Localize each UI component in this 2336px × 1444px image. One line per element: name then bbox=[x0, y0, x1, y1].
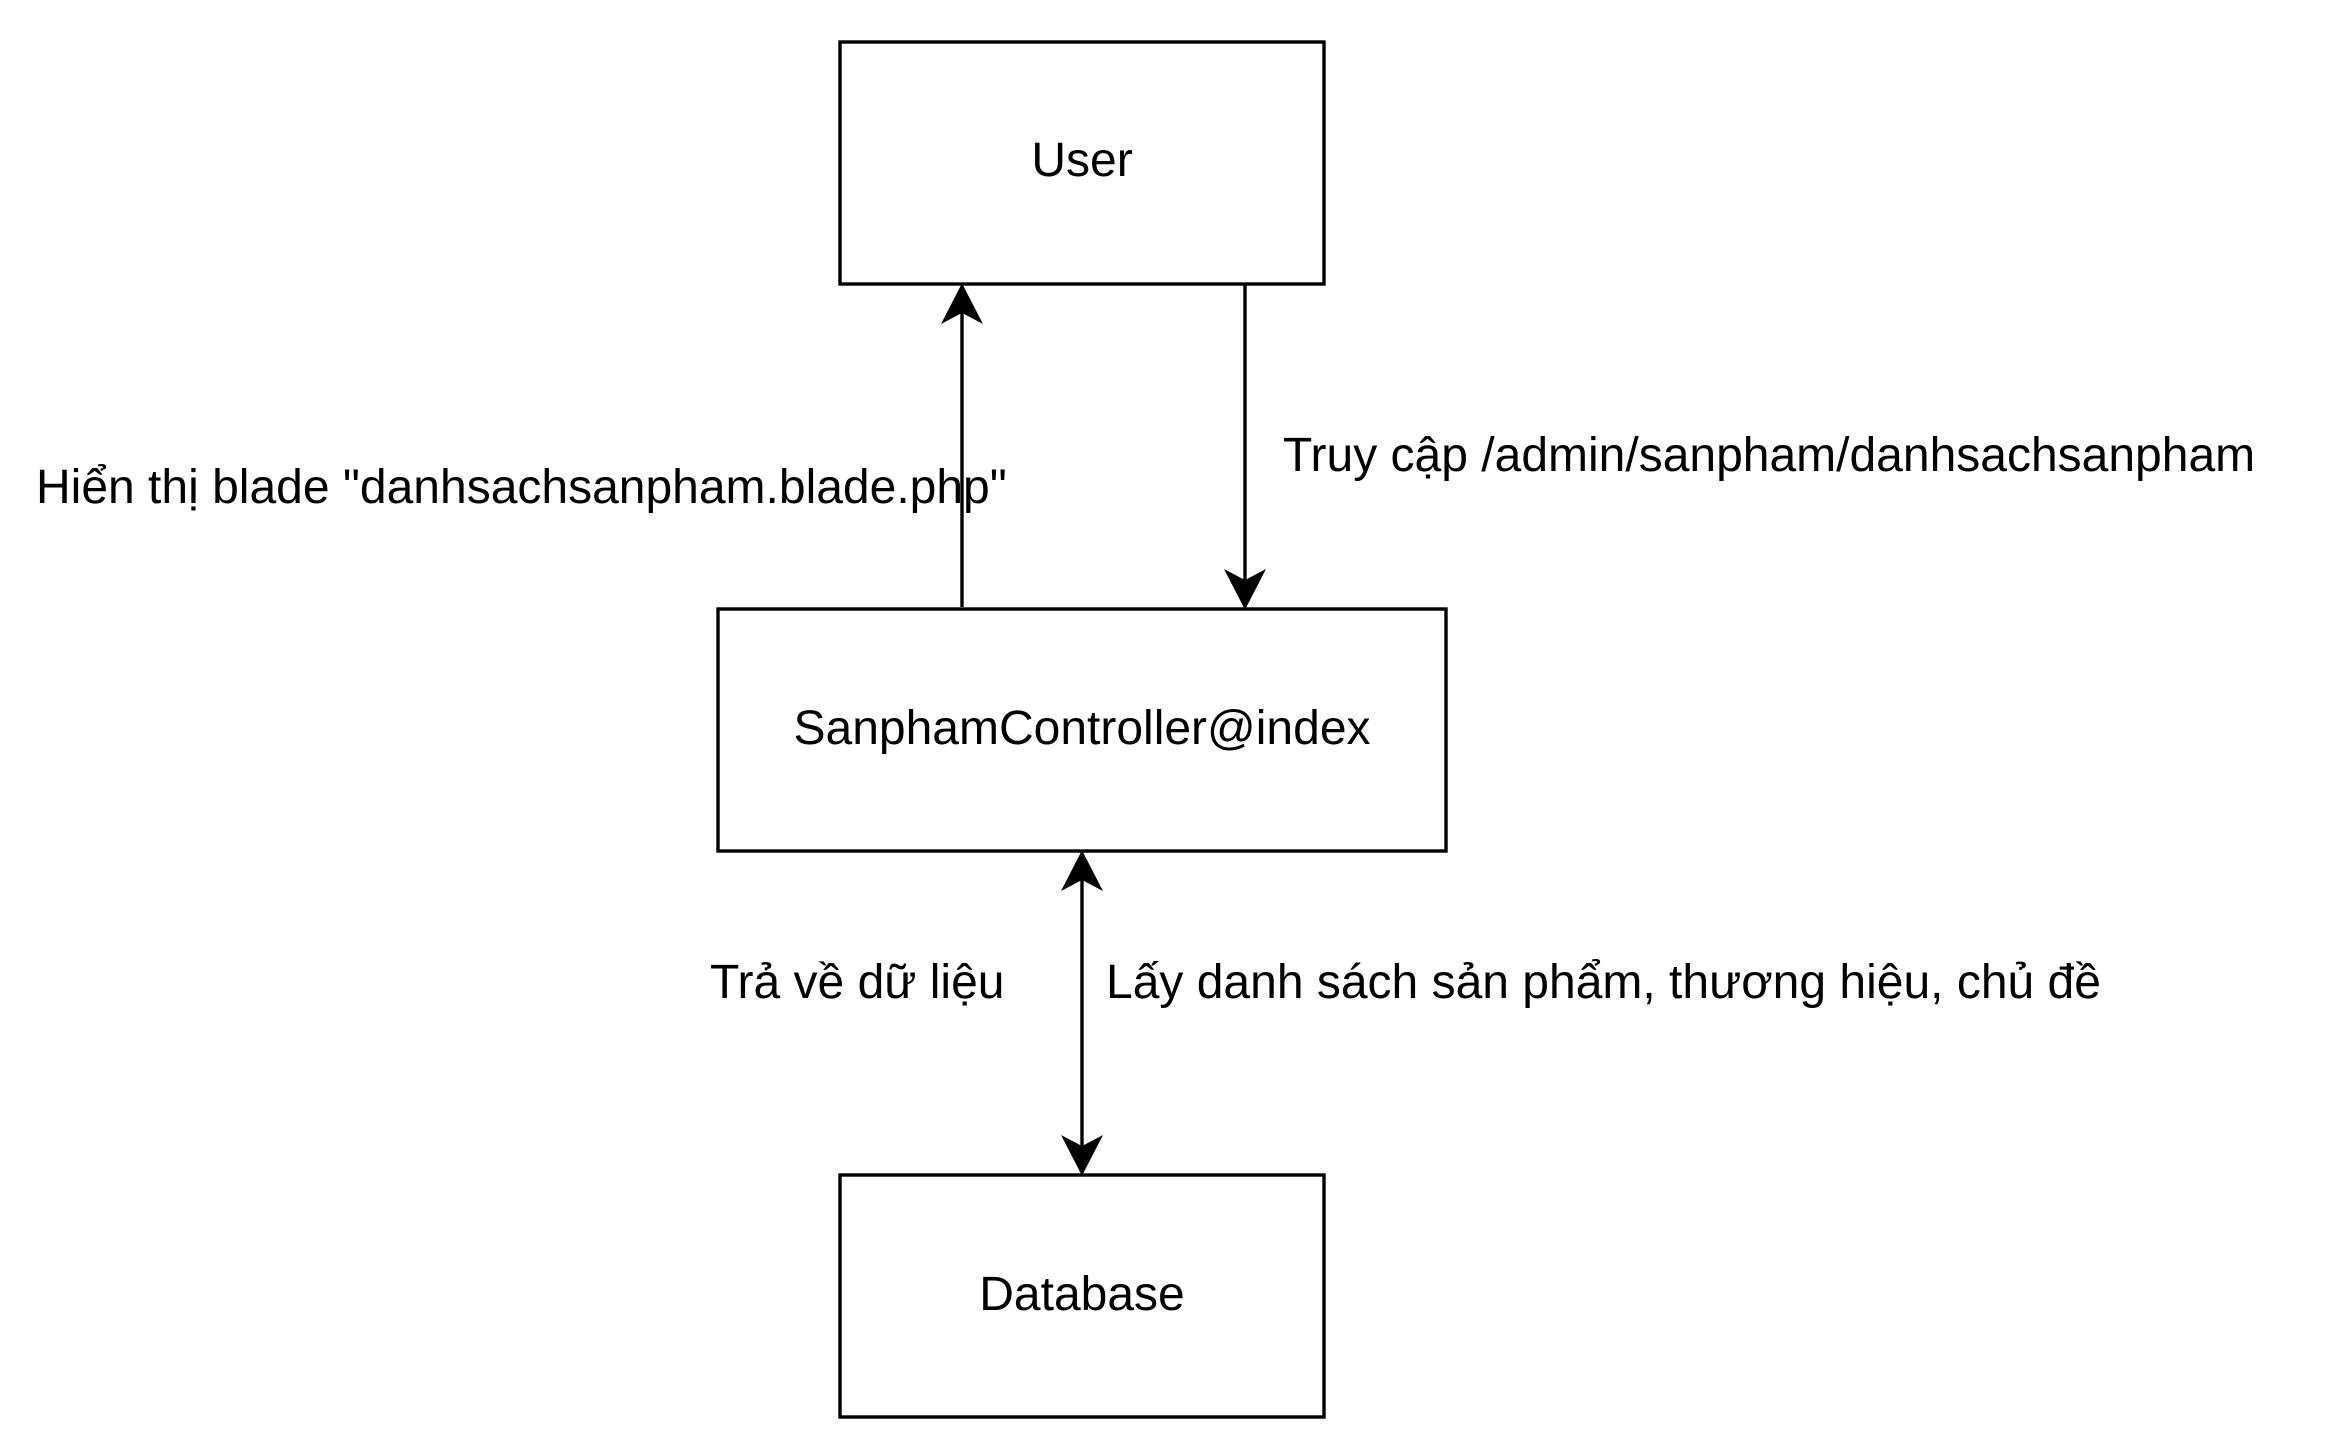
controller-label: SanphamController@index bbox=[793, 702, 1370, 755]
access-route-edge: Truy cập /admin/sanpham/danhsachsanpham bbox=[1224, 284, 2255, 610]
fetch-data-label: Lấy danh sách sản phẩm, thương hiệu, chủ… bbox=[1106, 956, 2101, 1009]
return-data-label: Trả về dữ liệu bbox=[710, 956, 1004, 1009]
arrow-up-icon bbox=[1061, 850, 1103, 892]
arrow-down-icon bbox=[1061, 1134, 1103, 1176]
database-node: Database bbox=[838, 1173, 1326, 1419]
user-box bbox=[838, 40, 1326, 286]
database-label: Database bbox=[979, 1268, 1184, 1321]
controller-box bbox=[716, 607, 1448, 853]
arrow-down-icon bbox=[1224, 568, 1266, 610]
render-view-edge: Hiển thị blade "danhsachsanpham.blade.ph… bbox=[36, 283, 1007, 607]
render-view-label: Hiển thị blade "danhsachsanpham.blade.ph… bbox=[36, 461, 1007, 514]
data-exchange-edge: Trả về dữ liệu Lấy danh sách sản phẩm, t… bbox=[710, 850, 2101, 1176]
controller-node: SanphamController@index bbox=[716, 607, 1448, 853]
arrow-up-icon bbox=[941, 283, 983, 325]
user-node: User bbox=[838, 40, 1326, 286]
user-label: User bbox=[1031, 134, 1132, 187]
access-route-label: Truy cập /admin/sanpham/danhsachsanpham bbox=[1283, 429, 2255, 482]
